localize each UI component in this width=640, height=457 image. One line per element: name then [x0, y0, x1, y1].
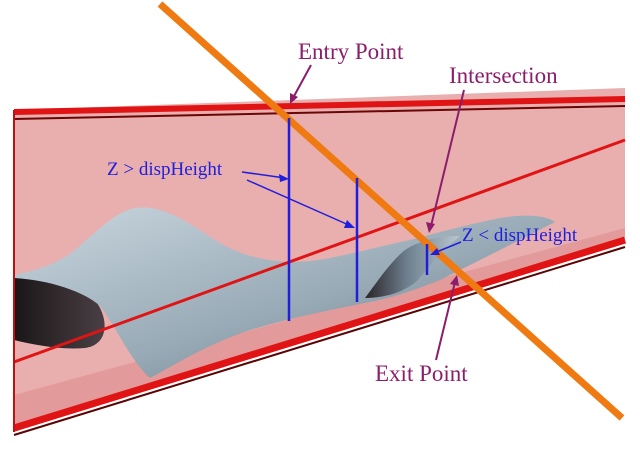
slab-bottom-edge-shadow [13, 246, 626, 436]
slab-top-edge [13, 96, 626, 115]
slab-bottom-edge [12, 236, 627, 432]
exit-point-arrow [435, 275, 459, 361]
z-greater-label: Z > dispHeight [107, 159, 223, 180]
zgt-arrow-1 [241, 171, 289, 182]
view-ray [157, 1, 625, 421]
z-less-label: Z < dispHeight [462, 225, 578, 246]
entry-point-label: Entry Point [298, 39, 404, 64]
zlt-arrow [430, 241, 462, 255]
slab-top-edge-shadow [13, 105, 626, 120]
zgt-arrow-2 [246, 179, 355, 228]
entry-point-arrow [290, 64, 312, 104]
slab-inner-edge [13, 138, 626, 364]
exit-point-label: Exit Point [375, 361, 468, 386]
intersection-arrow [426, 89, 465, 233]
intersection-label: Intersection [449, 63, 558, 88]
